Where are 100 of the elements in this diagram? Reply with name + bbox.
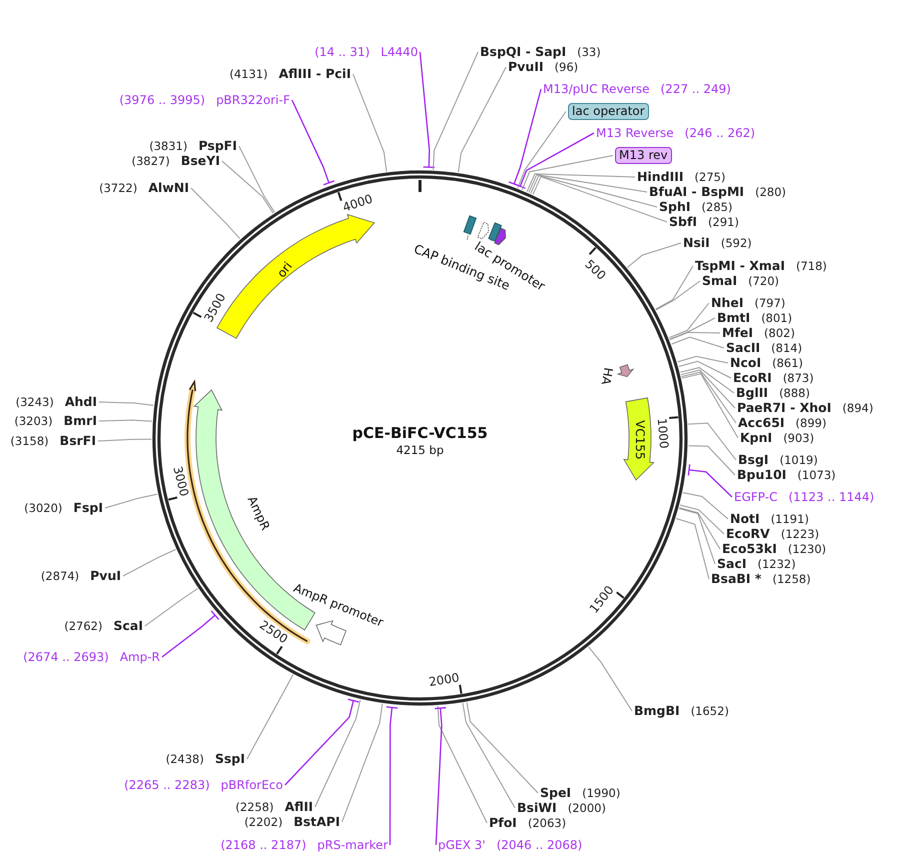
cut-position: (592) bbox=[720, 235, 752, 251]
plasmid-size: 4215 bp bbox=[396, 443, 444, 457]
enzyme-name: BmtI bbox=[717, 310, 750, 326]
cut-position: (3827) bbox=[132, 153, 170, 169]
leader-line bbox=[656, 280, 700, 310]
enzyme-name: BsiWI bbox=[517, 800, 557, 816]
leader-line bbox=[104, 494, 158, 508]
feature-tag: lac operator bbox=[568, 103, 649, 120]
primer-name: pRS-marker bbox=[317, 837, 388, 853]
primer-name: M13 Reverse bbox=[596, 125, 674, 141]
enzyme-name: BsrFI bbox=[60, 433, 96, 449]
primer-range: (3976 .. 3995) bbox=[119, 92, 206, 108]
scale-number: 500 bbox=[582, 256, 609, 283]
primer-name: EGFP-C bbox=[734, 489, 778, 505]
cut-position: (1258) bbox=[772, 571, 811, 587]
cut-position: (2258) bbox=[236, 799, 274, 815]
cut-position: (2762) bbox=[64, 618, 102, 634]
scale-number: 4000 bbox=[340, 192, 374, 215]
leader-line bbox=[314, 699, 361, 808]
leader-line bbox=[678, 508, 716, 564]
primer-range: (2265 .. 2283) bbox=[124, 777, 210, 793]
leader-line bbox=[508, 88, 542, 187]
leader-line bbox=[677, 356, 728, 364]
enzyme-name: PaeR7I - XhoI bbox=[737, 400, 832, 416]
scale-number: 2000 bbox=[428, 670, 460, 690]
feature-block bbox=[488, 222, 502, 242]
enzyme-name: BstAPI bbox=[294, 814, 340, 830]
leader-line bbox=[528, 174, 648, 194]
cut-position: (3243) bbox=[16, 394, 54, 410]
cut-position: (2438) bbox=[166, 751, 204, 767]
enzyme-name: AflII bbox=[284, 799, 313, 815]
primer-name: M13/pUC Reverse bbox=[543, 81, 650, 97]
cut-position: (3203) bbox=[14, 413, 53, 429]
cut-position: (1019) bbox=[780, 452, 818, 468]
plasmid-name: pCE-BiFC-VC155 bbox=[352, 424, 488, 442]
leader-line bbox=[284, 698, 360, 786]
leader-line bbox=[246, 674, 294, 760]
cut-position: (873) bbox=[782, 370, 814, 386]
cut-position: (2063) bbox=[528, 815, 566, 831]
feature-label: ori bbox=[274, 259, 295, 280]
enzyme-name: SacII bbox=[726, 340, 760, 356]
enzyme-name: EcoRV bbox=[726, 526, 770, 542]
enzyme-name: NheI bbox=[711, 295, 744, 311]
cut-position: (1073) bbox=[797, 467, 836, 483]
primer-range: (246 .. 262) bbox=[684, 125, 756, 141]
enzyme-name: PvuII bbox=[508, 59, 544, 75]
enzyme-name: BsaBI * bbox=[711, 571, 762, 587]
leader-line bbox=[514, 132, 595, 189]
leader-line bbox=[386, 706, 398, 846]
feature-label: HA bbox=[598, 366, 616, 386]
primer-name: L4440 bbox=[380, 44, 418, 60]
cut-position: (718) bbox=[796, 258, 827, 274]
cut-position: (96) bbox=[554, 59, 578, 75]
enzyme-name: SmaI bbox=[702, 273, 738, 289]
leader-line bbox=[434, 707, 447, 846]
enzyme-name: MfeI bbox=[722, 325, 754, 341]
cut-position: (797) bbox=[754, 295, 786, 311]
cut-position: (903) bbox=[783, 430, 814, 446]
leader-line bbox=[626, 242, 682, 268]
leader-line bbox=[144, 588, 198, 626]
leader-line bbox=[466, 702, 538, 794]
enzyme-name: BsgI bbox=[738, 452, 769, 468]
enzyme-name: SacI bbox=[717, 556, 746, 572]
cut-position: (33) bbox=[577, 44, 601, 60]
leader-line bbox=[530, 175, 658, 208]
enzyme-name: HindIII bbox=[637, 169, 684, 185]
feature-tag: M13 rev bbox=[615, 147, 672, 164]
leader-line bbox=[352, 74, 387, 172]
cut-position: (1990) bbox=[582, 785, 620, 801]
enzyme-name: BglII bbox=[736, 385, 768, 401]
enzyme-name: PspFI bbox=[198, 138, 237, 154]
primer-name: pBRforEco bbox=[220, 777, 283, 793]
leader-line bbox=[655, 266, 694, 310]
primer-name: pBR322ori-F bbox=[216, 92, 290, 108]
enzyme-name: BmgBI bbox=[634, 703, 680, 719]
feature-marker bbox=[477, 222, 489, 240]
primer-range: (2046 .. 2068) bbox=[496, 837, 582, 853]
scale-number: 3000 bbox=[170, 464, 192, 498]
leader-line bbox=[680, 372, 736, 424]
enzyme-name: AhdI bbox=[64, 394, 97, 410]
enzyme-name: BspQI - SapI bbox=[480, 44, 566, 60]
enzyme-name: BseYI bbox=[180, 153, 220, 169]
cut-position: (3158) bbox=[10, 433, 49, 449]
enzyme-name: SpeI bbox=[540, 785, 572, 801]
cut-position: (3722) bbox=[99, 180, 138, 196]
leader-line bbox=[669, 318, 716, 340]
feature-marker bbox=[494, 228, 506, 246]
leader-line bbox=[238, 146, 276, 213]
feature-block bbox=[463, 215, 477, 235]
enzyme-name: BfuAI - BspMI bbox=[649, 184, 744, 200]
cut-position: (2874) bbox=[40, 568, 80, 584]
enzyme-name: ScaI bbox=[114, 618, 143, 634]
leader-line bbox=[669, 332, 720, 340]
enzyme-name: PvuI bbox=[90, 568, 121, 584]
leader-line bbox=[681, 373, 738, 438]
cut-position: (4131) bbox=[229, 66, 268, 82]
leader-line bbox=[680, 504, 724, 534]
cut-position: (3831) bbox=[149, 138, 188, 154]
scale-number: 1000 bbox=[654, 418, 672, 450]
leader-line bbox=[98, 402, 154, 406]
